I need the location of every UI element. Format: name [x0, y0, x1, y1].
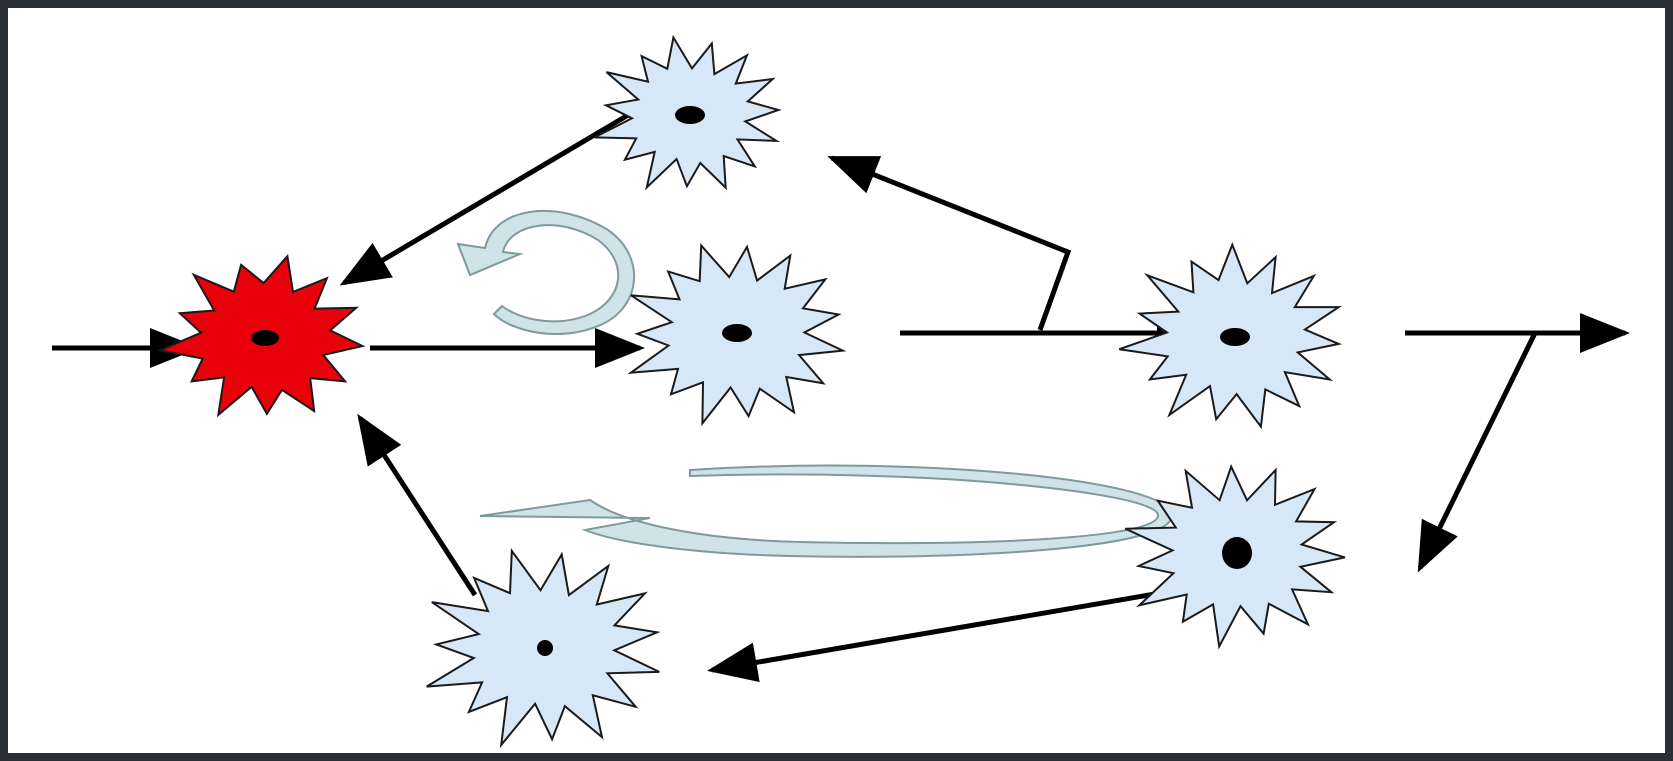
arrow-cell-bottom-to-cell-red: [357, 413, 478, 597]
arrow-cell-middle-to-cell-top: [827, 155, 1072, 331]
connection-arrows: [52, 105, 1630, 683]
cell-middle-nucleus: [722, 324, 752, 342]
cell-red-nucleus: [251, 330, 279, 346]
cell-top: [594, 34, 782, 191]
cell-lower-right: [1124, 464, 1346, 650]
cell-bottom-nucleus: [537, 640, 553, 656]
arrow-cell-lower-right-to-cell-bottom: [707, 585, 1191, 683]
cells-layer: [156, 34, 1346, 749]
cell-red: [156, 254, 366, 418]
cell-right: [1118, 241, 1343, 430]
cell-top-nucleus: [675, 106, 705, 124]
cell-lower-right-nucleus: [1222, 537, 1252, 569]
cell-middle: [627, 242, 847, 427]
arrow-cell-top-to-cell-red: [339, 105, 642, 286]
arrow-cell-right-to-cell-lower-right: [1417, 331, 1538, 573]
cell-right-nucleus: [1220, 328, 1250, 346]
cell-bottom: [426, 548, 661, 749]
small-loop-arrow: [456, 210, 636, 336]
